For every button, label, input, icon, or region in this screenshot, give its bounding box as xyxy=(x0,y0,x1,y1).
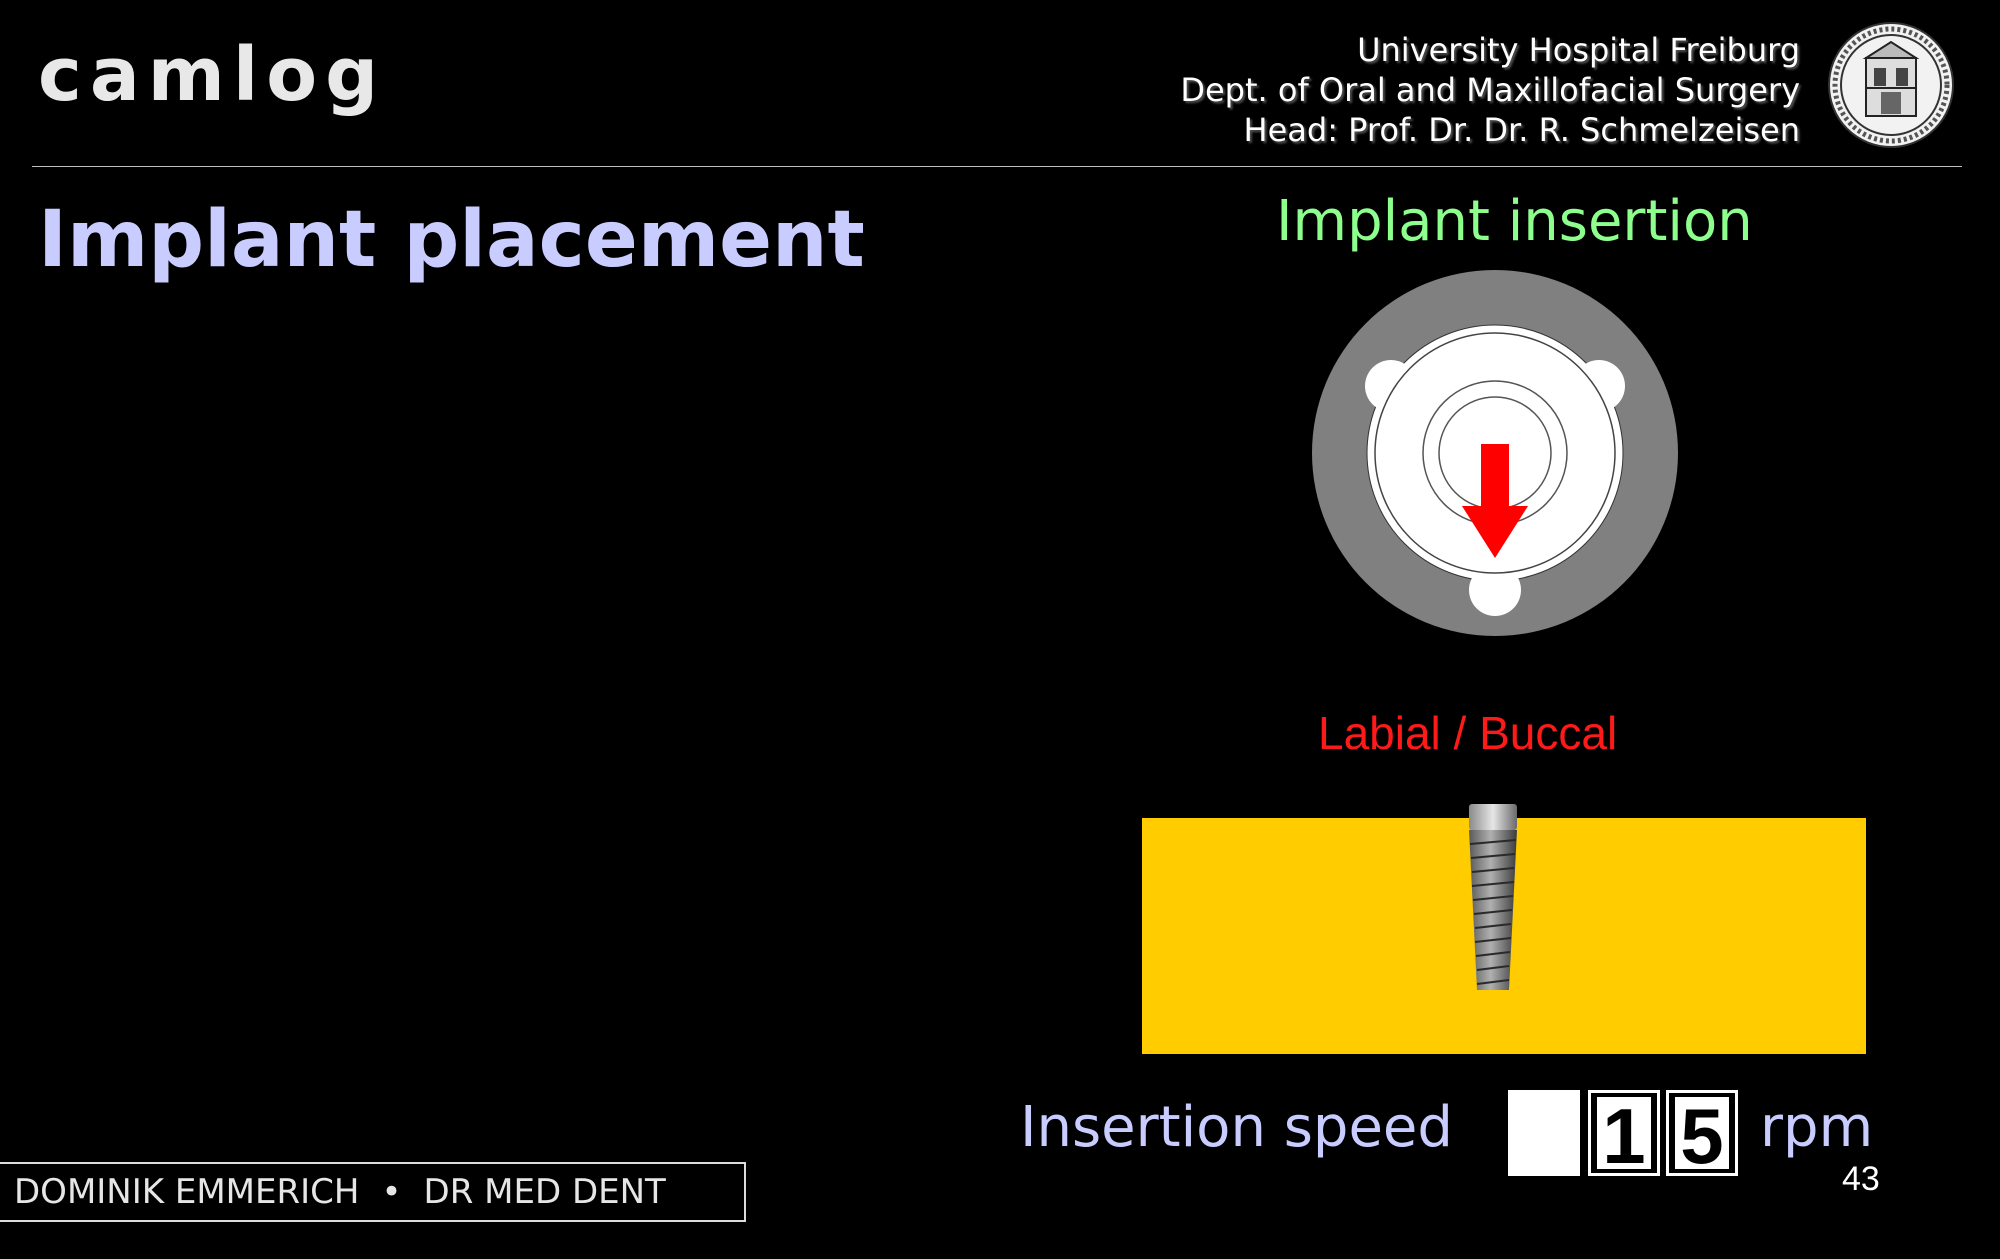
university-seal-icon xyxy=(1828,22,1954,148)
author-name: DOMINIK EMMERICH xyxy=(14,1172,360,1212)
speed-digit-ones: 5 xyxy=(1666,1090,1738,1176)
page-number: 43 xyxy=(1842,1160,1880,1198)
institution-line-1: University Hospital Freiburg xyxy=(1357,31,1800,69)
slide-title: Implant placement xyxy=(38,195,865,285)
author-footer: DOMINIK EMMERICH • DR MED DENT xyxy=(0,1162,746,1222)
footer-separator: • xyxy=(381,1172,402,1212)
header-divider xyxy=(32,166,1962,167)
speed-unit-label: rpm xyxy=(1760,1095,1874,1160)
direction-label: Labial / Buccal xyxy=(1318,707,1618,759)
speed-digit-hundreds xyxy=(1508,1090,1580,1176)
speed-digit-value: 5 xyxy=(1675,1097,1729,1175)
institution-header: University Hospital Freiburg Dept. of Or… xyxy=(1180,30,1800,150)
institution-line-3: Head: Prof. Dr. Dr. R. Schmelzeisen xyxy=(1243,111,1800,149)
logo-text: camlog xyxy=(38,32,387,118)
speed-digit-value xyxy=(1517,1097,1571,1169)
camlog-logo: camlog xyxy=(38,38,386,112)
implant-side-view xyxy=(1469,804,1517,990)
speed-digit-value: 1 xyxy=(1597,1097,1651,1175)
implant-insertion-title: Implant insertion xyxy=(1276,189,1753,254)
author-degree: DR MED DENT xyxy=(423,1172,666,1212)
arrow-down-icon xyxy=(1462,444,1528,558)
institution-line-2: Dept. of Oral and Maxillofacial Surgery xyxy=(1180,71,1800,109)
insertion-speed-label: Insertion speed xyxy=(1020,1095,1453,1160)
implant-top-view-diagram xyxy=(1312,270,1678,636)
speed-digit-tens: 1 xyxy=(1588,1090,1660,1176)
